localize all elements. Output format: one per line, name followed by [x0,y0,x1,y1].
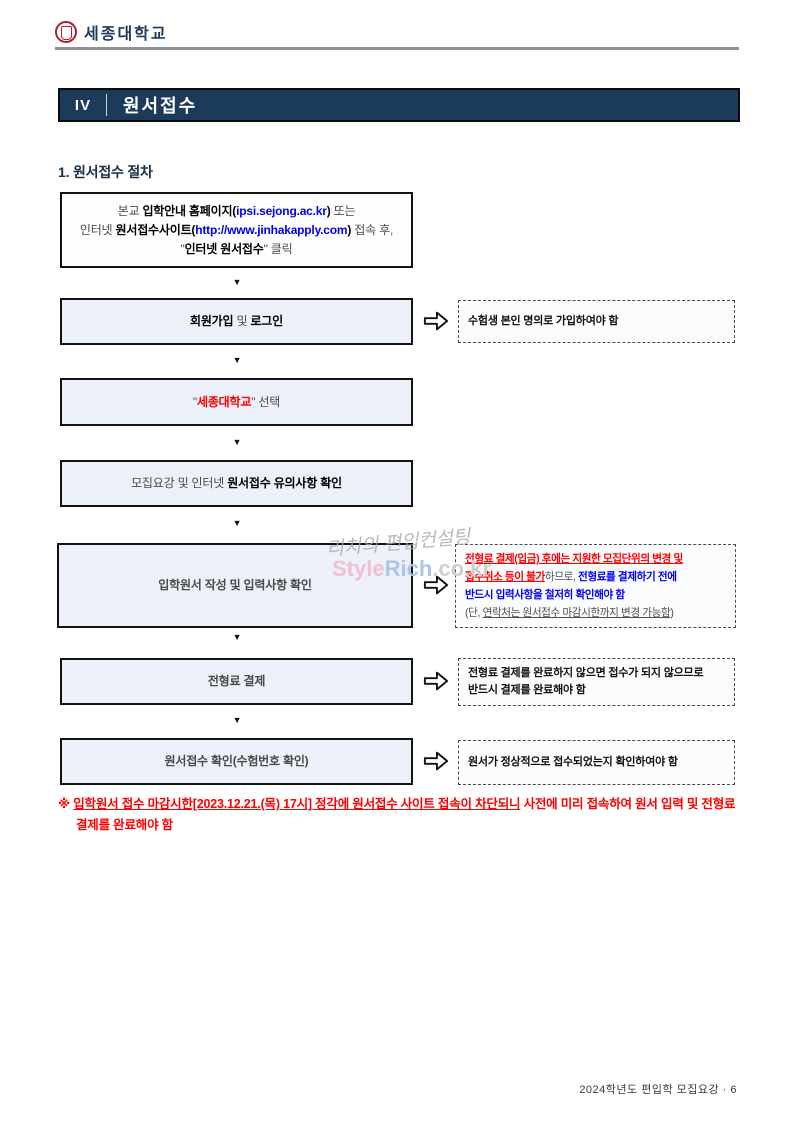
section-heading: 1. 원서접수 절차 [58,164,153,180]
flow-note-6-line-2: 반드시 결제를 완료해야 함 [468,684,586,696]
flow-note-5-line-3: 반드시 입력사항을 철저히 확인해야 함 [465,589,625,601]
flow-note-5-line-2: 접수취소 등이 불가하므로, 전형료를 결제하기 전에 [465,571,677,583]
down-arrow-icon: ▼ [232,277,242,287]
flow-step-3: "세종대학교" 선택 [60,378,413,426]
university-logo: 세종대학교 [55,20,168,44]
flow-step-5-label: 입학원서 작성 및 입력사항 확인 [158,578,312,592]
application-site-link[interactable]: http://www.jinhakapply.com [195,222,348,237]
flow-step-2-label: 회원가입 및 로그인 [189,314,283,328]
university-name: 세종대학교 [84,26,168,43]
flow-step-6-label: 전형료 결제 [207,674,266,688]
flow-note-5-line-1: 전형료 결제(입금) 후에는 지원한 모집단위의 변경 및 [465,553,683,565]
chapter-divider [106,94,107,116]
flow-step-2: 회원가입 및 로그인 [60,298,413,345]
deadline-note-mark: ※ [58,797,74,811]
down-arrow-icon: ▼ [232,355,242,365]
flow-note-5: 전형료 결제(입금) 후에는 지원한 모집단위의 변경 및 접수취소 등이 불가… [455,544,736,628]
flow-step-1-line-2: 인터넷 원서접수사이트(http://www.jinhakapply.com) … [79,222,394,237]
right-arrow-icon [423,311,449,331]
flow-note-6: 전형료 결제를 완료하지 않으면 접수가 되지 않으므로 반드시 결제를 완료해… [458,658,735,706]
down-arrow-icon: ▼ [232,632,242,642]
page-footer: 2024학년도 편입학 모집요강 · 6 [579,1084,737,1096]
chapter-numeral: IV [74,96,92,114]
deadline-note: ※ 입학원서 접수 마감시한[2023.12.21.(목) 17시] 정각에 원… [58,797,736,832]
flow-note-7: 원서가 정상적으로 접수되었는지 확인하여야 함 [458,740,735,785]
chapter-title: 원서접수 [123,96,198,116]
flow-note-2: 수험생 본인 명의로 가입하여야 함 [458,300,735,343]
flow-step-1: 본교 입학안내 홈페이지(ipsi.sejong.ac.kr) 또는 인터넷 원… [60,192,413,268]
admissions-homepage-link[interactable]: ipsi.sejong.ac.kr [236,203,327,218]
header-divider [55,47,739,50]
flow-step-4: 모집요강 및 인터넷 원서접수 유의사항 확인 [60,460,413,507]
flow-step-1-line-3: "인터넷 원서접수" 클릭 [180,241,293,256]
flow-note-6-line-1: 전형료 결제를 완료하지 않으면 접수가 되지 않으므로 [468,667,704,679]
flow-step-1-line-1: 본교 입학안내 홈페이지(ipsi.sejong.ac.kr) 또는 [117,203,356,218]
right-arrow-icon [423,751,449,771]
flow-step-7: 원서접수 확인(수험번호 확인) [60,738,413,785]
flow-step-3-label: "세종대학교" 선택 [192,394,281,409]
down-arrow-icon: ▼ [232,715,242,725]
down-arrow-icon: ▼ [232,437,242,447]
flow-note-5-line-4: (단, 연락처는 원서접수 마감시한까지 변경 가능함) [465,607,674,619]
flow-step-7-label: 원서접수 확인(수험번호 확인) [164,754,309,768]
flow-step-4-label: 모집요강 및 인터넷 원서접수 유의사항 확인 [131,476,342,490]
flow-step-5: 입학원서 작성 및 입력사항 확인 [57,543,413,628]
right-arrow-icon [423,575,449,595]
flow-step-6: 전형료 결제 [60,658,413,705]
down-arrow-icon: ▼ [232,518,242,528]
university-emblem-icon [55,21,77,43]
right-arrow-icon [423,671,449,691]
chapter-title-bar: IV 원서접수 [58,88,740,122]
